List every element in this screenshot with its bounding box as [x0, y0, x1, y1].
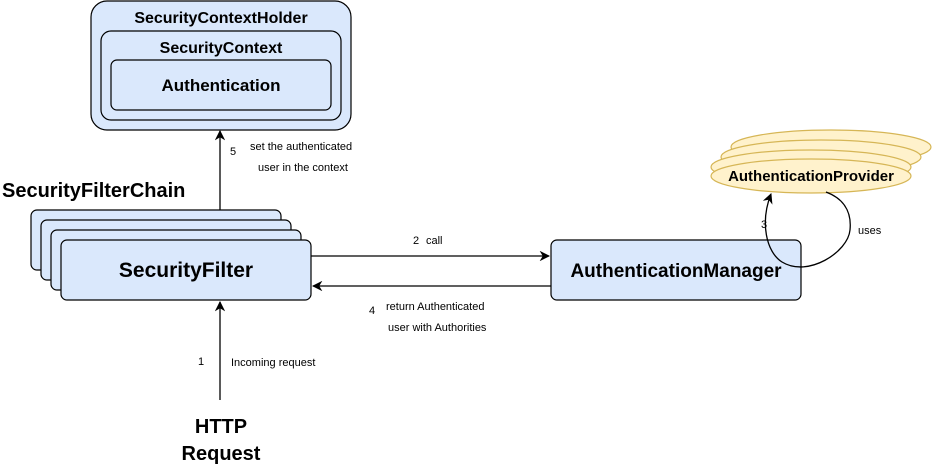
http-label-line1: HTTP — [195, 416, 247, 438]
authentication-label: Authentication — [162, 76, 281, 95]
authentication-box — [110, 59, 332, 111]
incoming-step-number: 1 — [198, 356, 204, 368]
provider-ellipse — [710, 158, 912, 194]
set-step-number: 5 — [230, 146, 236, 158]
return-label-line2: user with Authorities — [388, 322, 487, 334]
provider-label: AuthenticationProvider — [728, 168, 894, 185]
uses-step-number: 3 — [761, 219, 767, 231]
filter-label: SecurityFilter — [119, 259, 253, 282]
holder-label: SecurityContextHolder — [134, 10, 307, 27]
incoming-label: Incoming request — [231, 357, 315, 369]
http-label-line2: Request — [182, 443, 261, 465]
call-label: call — [426, 235, 443, 247]
return-step-number: 4 — [369, 305, 375, 317]
uses-label: uses — [858, 225, 882, 237]
context-label: SecurityContext — [160, 40, 283, 57]
manager-box — [550, 239, 802, 301]
uses-arrow — [762, 191, 851, 268]
chain-label: SecurityFilterChain — [2, 180, 185, 202]
return-label-line1: return Authenticated — [386, 301, 484, 313]
set-label-line1: set the authenticated — [250, 141, 352, 153]
set-label-line2: user in the context — [258, 162, 348, 174]
manager-label: AuthenticationManager — [570, 261, 782, 282]
filter-box — [60, 239, 312, 301]
call-step-number: 2 — [413, 235, 419, 247]
